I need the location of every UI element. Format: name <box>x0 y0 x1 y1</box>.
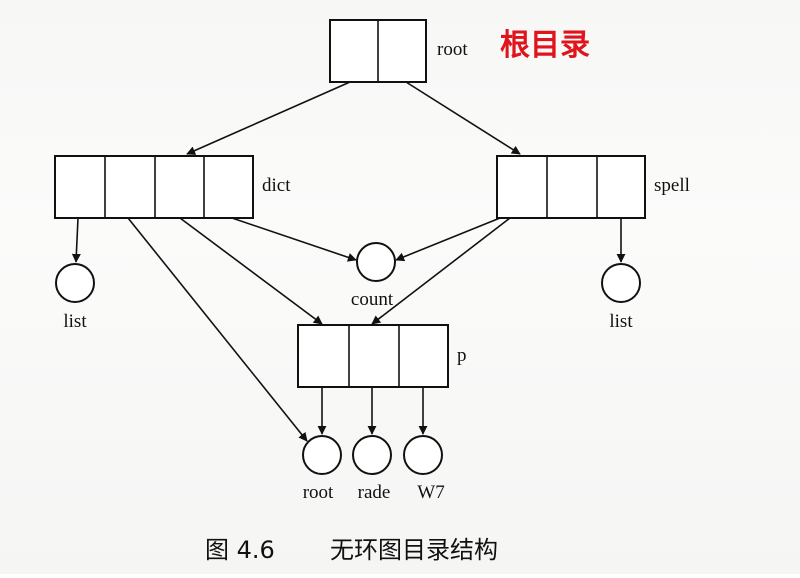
edge-dict-to-list <box>71 217 81 263</box>
p-w7-file-node <box>403 435 443 475</box>
edge-dict-to-p <box>179 217 323 325</box>
edge-dict-to-p-root <box>127 217 308 442</box>
p-rade-file-node <box>352 435 392 475</box>
edge-root-to-dict <box>186 81 351 155</box>
root-directory-label: root <box>437 39 468 60</box>
root-directory <box>329 19 427 83</box>
spell-directory-label: spell <box>654 175 690 196</box>
figure-title: 无环图目录结构 <box>330 536 498 564</box>
edge-spell-to-p <box>371 217 511 325</box>
edge-dict-to-count <box>231 217 357 262</box>
p-root-file-label: root <box>303 482 334 503</box>
p-w7-file-label: W7 <box>417 482 444 503</box>
edge-root-to-spell <box>405 81 521 155</box>
p-root-file-node <box>302 435 342 475</box>
root-annotation: 根目录 <box>500 28 590 63</box>
count-file-label: count <box>351 289 394 310</box>
dict-directory <box>54 155 254 219</box>
dict-directory-label: dict <box>262 175 291 196</box>
spell-list-file-label: list <box>609 311 633 332</box>
figure-number: 图 4.6 <box>205 536 275 564</box>
spell-directory <box>496 155 646 219</box>
spell-list-file-node <box>601 263 641 303</box>
p-directory <box>297 324 449 388</box>
dict-list-file-label: list <box>63 311 87 332</box>
p-directory-label: p <box>457 345 467 366</box>
dict-list-file-node <box>55 263 95 303</box>
edge-spell-to-count <box>395 217 501 262</box>
p-rade-file-label: rade <box>358 482 391 503</box>
count-file-node <box>356 242 396 282</box>
